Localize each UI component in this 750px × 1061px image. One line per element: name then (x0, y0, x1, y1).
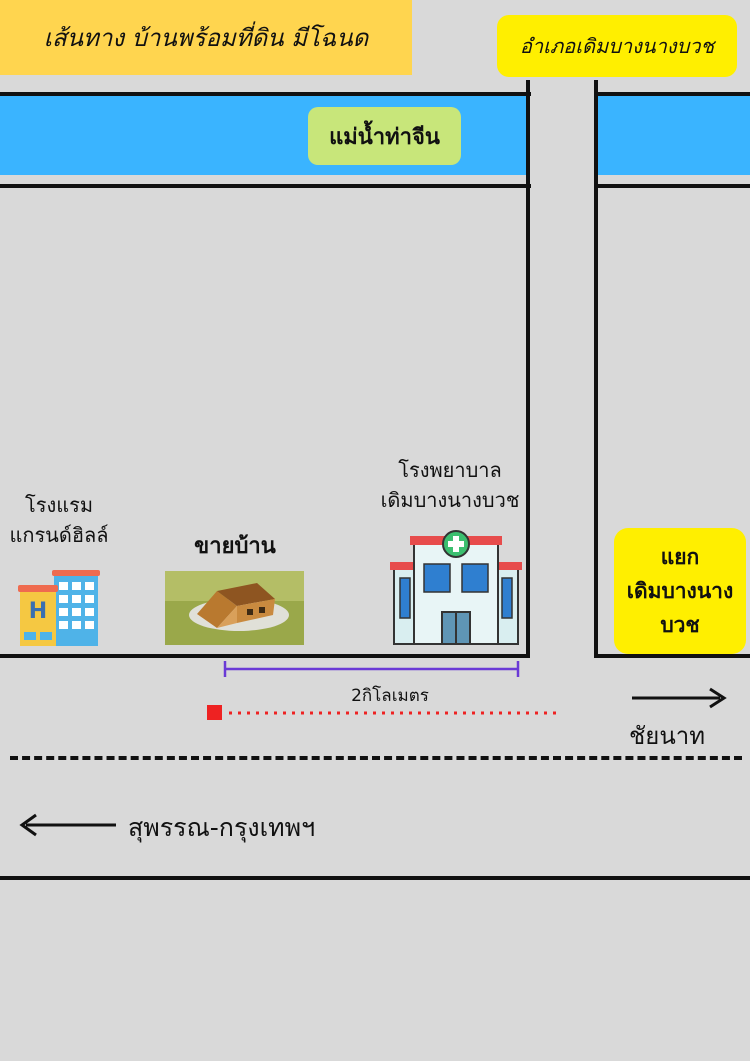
distance-label: 2กิโลเมตร (351, 686, 429, 706)
direction-right-label: ชัยนาท (628, 722, 706, 750)
arrow-left-icon (19, 813, 116, 837)
river-right (597, 95, 750, 175)
road-line (0, 92, 531, 96)
road-line (594, 92, 750, 96)
hospital-building-icon (390, 530, 522, 645)
main-road-edge (0, 654, 530, 658)
house-on-land-icon (165, 571, 304, 645)
road-line (594, 184, 750, 188)
distance-bracket (223, 661, 520, 677)
house-label: ขายบ้าน (194, 534, 276, 559)
direction-left-label: สุพรรณ-กรุงเทพฯ (128, 813, 316, 842)
road-line (0, 184, 531, 188)
route-dotted-path (207, 705, 561, 720)
side-road-edge (594, 80, 598, 658)
main-road-edge (0, 876, 750, 880)
hotel-building-icon: H (18, 570, 100, 646)
district-label: อำเภอเดิมบางนางบวช (497, 15, 737, 77)
main-road-edge (594, 654, 750, 658)
hospital-label: โรงพยาบาลเดิมบางนางบวช (380, 458, 520, 512)
location-marker-icon (207, 705, 222, 720)
hotel-sign: H (29, 599, 47, 624)
road-center-line (10, 756, 742, 760)
arrow-right-icon (632, 687, 727, 709)
hotel-label: โรงแรมแกรนด์ฮิลล์ (9, 493, 109, 547)
junction-label: แยกเดิมบางนางบวช (614, 528, 746, 654)
side-road-edge (526, 80, 530, 658)
river-label: แม่น้ำท่าจีน (308, 107, 461, 165)
map-title: เส้นทาง บ้านพร้อมที่ดิน มีโฉนด (0, 0, 412, 75)
